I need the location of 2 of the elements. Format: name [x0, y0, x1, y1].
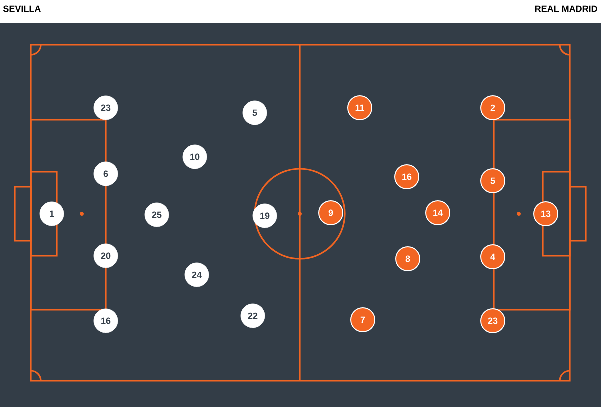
team-label: REAL MADRID: [535, 6, 598, 12]
team-label: SEVILLA: [3, 6, 41, 12]
